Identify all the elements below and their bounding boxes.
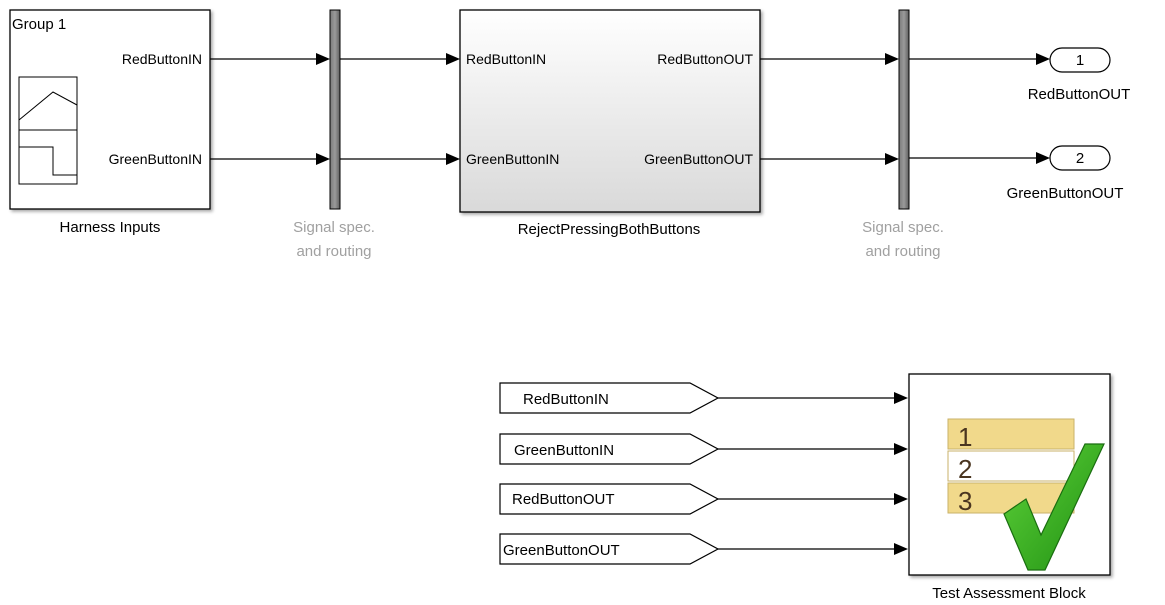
assessment-table-icon: 1 2 3 [947, 418, 1075, 516]
bus2-caption-line2: and routing [865, 243, 940, 260]
from-tag-green-button-in[interactable]: GreenButtonIN [499, 433, 720, 465]
signal-line-subsystem-to-bus2-red[interactable] [760, 53, 899, 65]
from-tag-red-button-out[interactable]: RedButtonOUT [499, 483, 720, 515]
bus1-caption-line2: and routing [296, 243, 371, 260]
signal-line-bus2-to-outport-1[interactable] [909, 53, 1050, 65]
outport-2-name: GreenButtonOUT [1007, 185, 1124, 202]
signal-line-harness-to-bus1-green[interactable] [210, 153, 330, 165]
test-assessment-block[interactable]: 1 2 3 [908, 373, 1111, 576]
signal-line-from-red-in[interactable] [718, 392, 908, 404]
harness-inputs-block[interactable]: Group 1 RedButtonIN GreenButtonIN [9, 9, 211, 210]
outport-2-number: 2 [1076, 150, 1084, 167]
checkmark-icon [1003, 443, 1105, 571]
subsystem-out-red: RedButtonOUT [657, 51, 753, 67]
signal-builder-icon [18, 76, 78, 185]
from-tag-label: GreenButtonIN [514, 442, 614, 459]
signal-line-bus2-to-outport-2[interactable] [909, 152, 1050, 164]
signal-routing-bus-2[interactable] [898, 9, 910, 210]
from-tag-label: RedButtonIN [523, 391, 609, 408]
signal-routing-bus-1[interactable] [329, 9, 341, 210]
signal-line-bus1-to-subsystem-green[interactable] [340, 153, 460, 165]
from-tag-label: GreenButtonOUT [503, 542, 620, 559]
signal-line-harness-to-bus1-red[interactable] [210, 53, 330, 65]
from-tag-green-button-out[interactable]: GreenButtonOUT [499, 533, 720, 565]
from-tag-red-button-in[interactable]: RedButtonIN [499, 382, 720, 414]
harness-port-red: RedButtonIN [122, 51, 202, 67]
from-tag-label: RedButtonOUT [512, 491, 615, 508]
subsystem-in-green: GreenButtonIN [466, 151, 559, 167]
harness-port-green: GreenButtonIN [109, 151, 202, 167]
outport-1-number: 1 [1076, 52, 1084, 69]
subsystem-caption: RejectPressingBothButtons [518, 221, 701, 238]
group-label: Group 1 [12, 16, 66, 33]
subsystem-out-green: GreenButtonOUT [644, 151, 753, 167]
assessment-row-1: 1 [958, 422, 972, 452]
assessment-row-2: 2 [958, 454, 972, 484]
outport-1-name: RedButtonOUT [1028, 86, 1131, 103]
signal-line-from-green-in[interactable] [718, 443, 908, 455]
reject-pressing-both-buttons-subsystem[interactable]: RedButtonIN GreenButtonIN RedButtonOUT G… [459, 9, 761, 213]
subsystem-in-red: RedButtonIN [466, 51, 546, 67]
bus1-caption-line1: Signal spec. [293, 219, 375, 236]
test-assessment-caption: Test Assessment Block [932, 585, 1086, 602]
bus2-caption-line1: Signal spec. [862, 219, 944, 236]
signal-line-subsystem-to-bus2-green[interactable] [760, 153, 899, 165]
signal-line-from-green-out[interactable] [718, 543, 908, 555]
outport-1[interactable]: 1 [1049, 47, 1111, 73]
harness-inputs-caption: Harness Inputs [60, 219, 161, 236]
outport-2[interactable]: 2 [1049, 145, 1111, 171]
assessment-row-3: 3 [958, 486, 972, 516]
signal-line-bus1-to-subsystem-red[interactable] [340, 53, 460, 65]
signal-line-from-red-out[interactable] [718, 493, 908, 505]
